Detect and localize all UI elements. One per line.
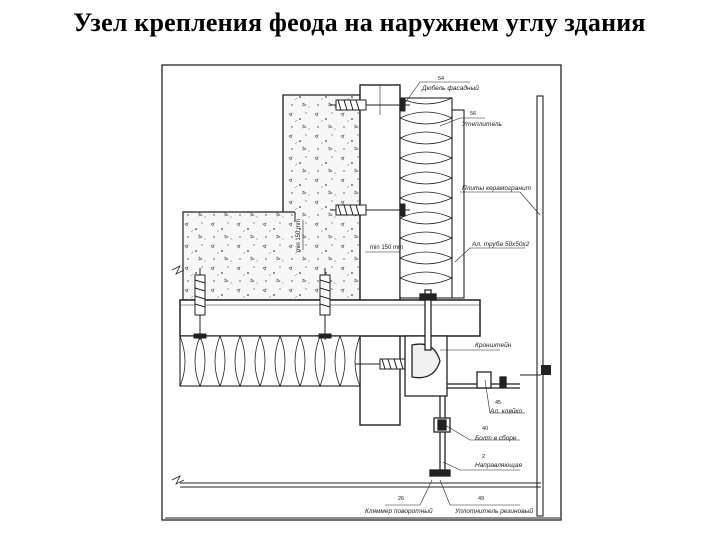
dowel-anchor [193, 268, 207, 340]
callout-label: Ал. кляйко [489, 407, 523, 415]
callout-number: 49 [478, 496, 484, 502]
callout-number: 54 [438, 76, 444, 82]
ceramic-panel [536, 95, 544, 517]
callout-label: Болт в сборе [475, 434, 517, 442]
dowel-anchor [330, 203, 410, 217]
aluminium-tube [451, 109, 465, 299]
dowel-anchor [318, 268, 332, 340]
callout-label: Дюбель фасадный [421, 84, 479, 92]
callout-label: Кронштейн [475, 341, 512, 349]
callout-label: Уплотнитель резиновый [454, 507, 533, 515]
callout-label: Ал. труба 50х50х2 [471, 240, 530, 248]
callout-label: Плиты керамогранит [462, 185, 532, 192]
dimension-min-horizontal: min 150 mm [365, 245, 403, 253]
page-title: Узел крепления феода на наружнем углу зд… [73, 8, 646, 37]
callout-number: 45 [495, 400, 501, 406]
insulation-lower [179, 335, 361, 387]
callout-number: 40 [482, 426, 488, 432]
dimension-text: min 150 mm [370, 245, 403, 251]
callout-label: Кляммер поворотный [365, 507, 433, 515]
callout-number: 26 [398, 496, 404, 502]
dimension-text: min 150 mm [296, 219, 302, 252]
dowel-anchor [330, 98, 410, 112]
callout-number: 56 [470, 111, 476, 117]
dimension-min-vertical: min 150 mm [296, 219, 304, 252]
vertical-column [359, 84, 401, 426]
insulation-upper [399, 97, 453, 299]
callout-label: Направляющая [475, 462, 522, 469]
callout-label: Утеплитель [461, 121, 503, 128]
callout-number: 2 [482, 454, 485, 460]
bracket [404, 289, 520, 477]
